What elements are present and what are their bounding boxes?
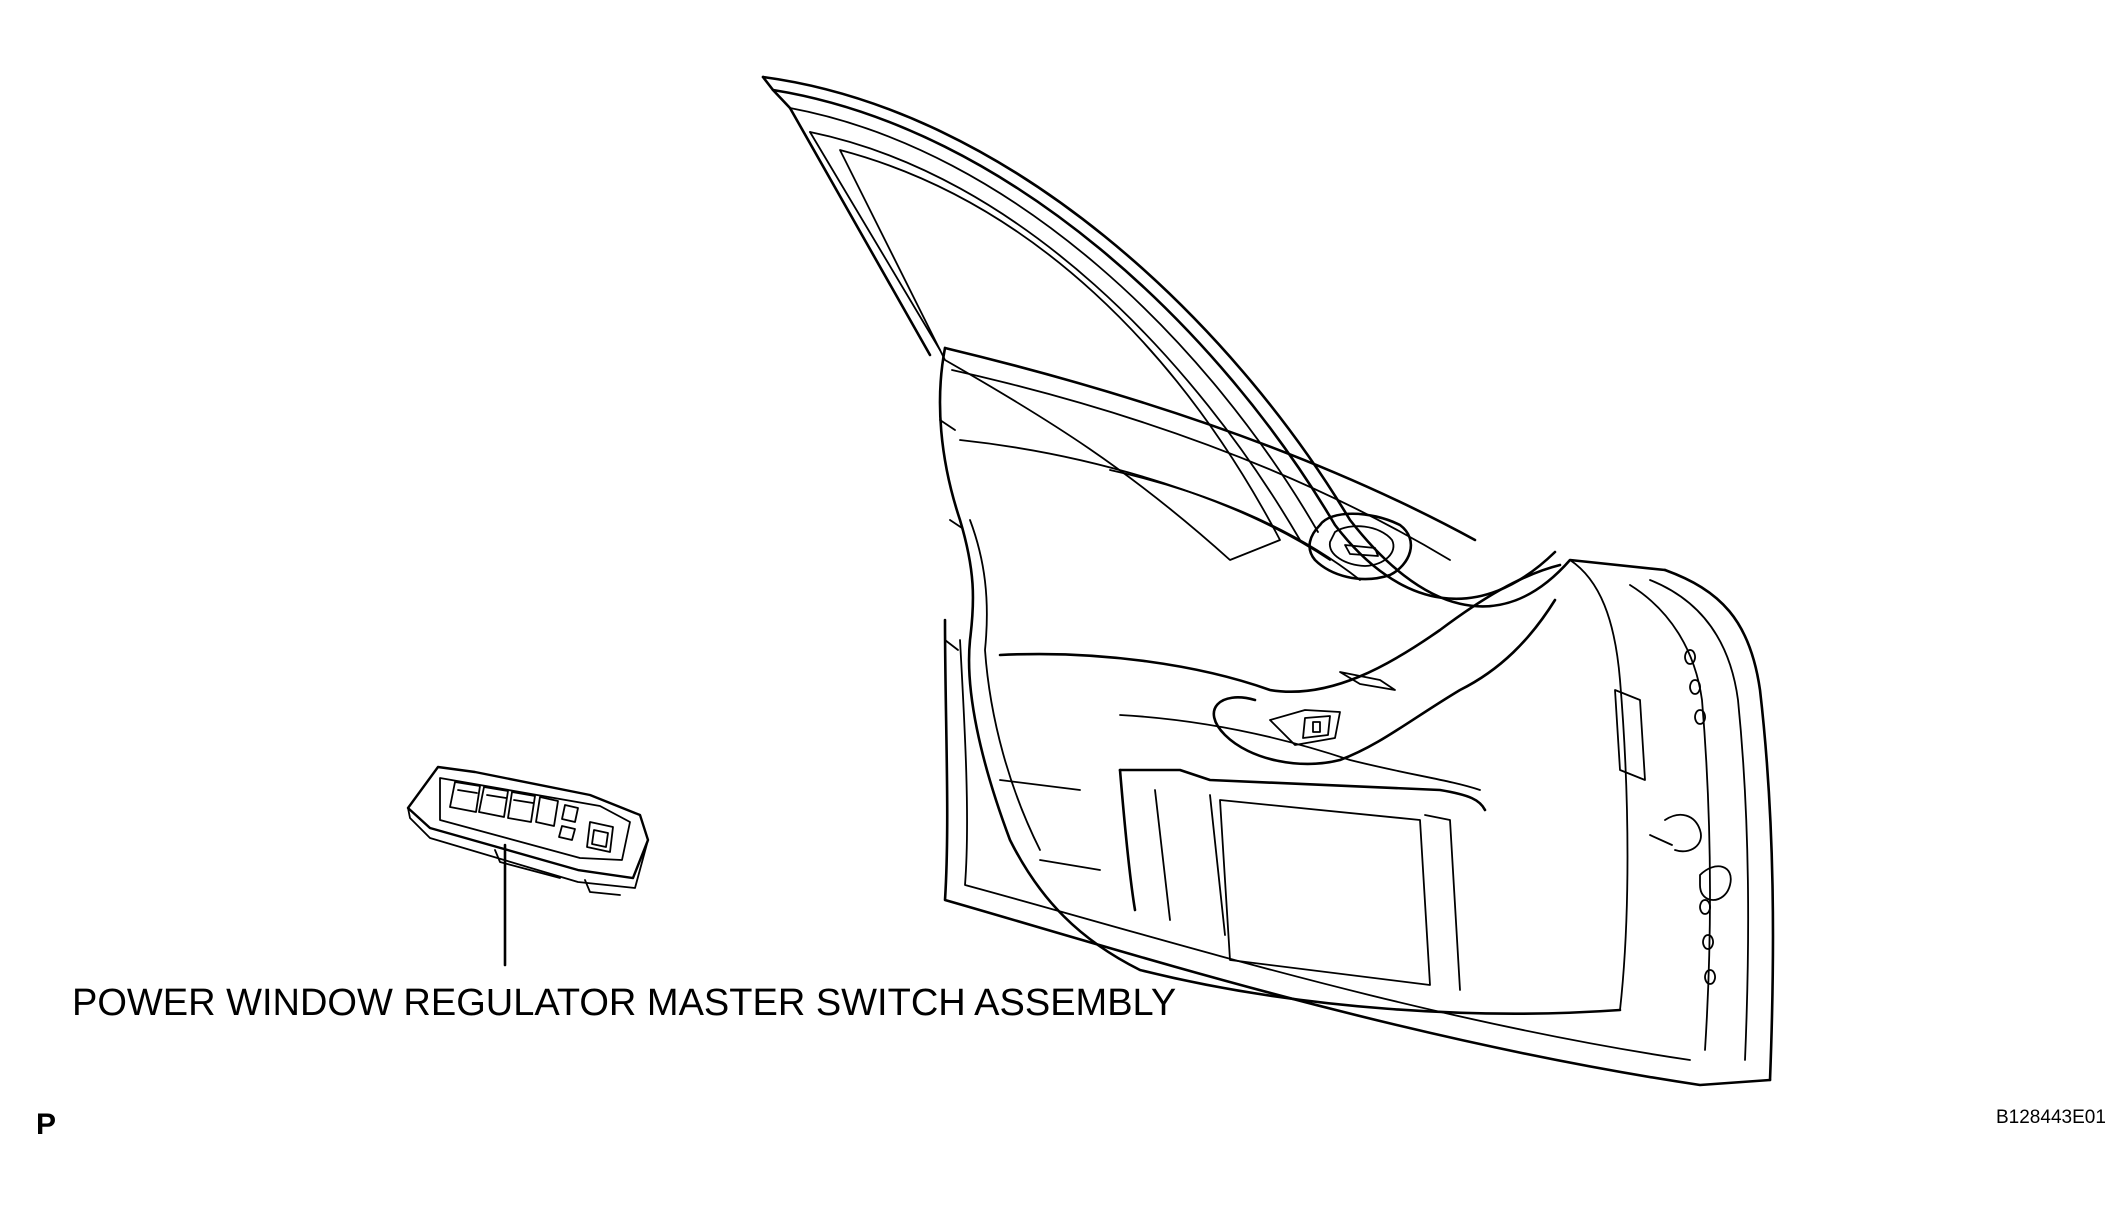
door-frame-front-pillar-2 [809, 131, 941, 351]
door-frame-inner-1 [771, 88, 1557, 601]
door-outer-lower [943, 618, 1772, 1087]
figure-id: B128443E01 [1996, 1107, 2106, 1128]
door-frame-inner-3 [809, 131, 1301, 541]
trim-front-edge-2 [969, 519, 1041, 851]
map-pocket-panel-inner [1424, 814, 1461, 991]
door-rear-edge-inner-2 [1629, 584, 1711, 1051]
switch-body-bottom [494, 849, 621, 896]
switch-bezel-recess [1269, 709, 1341, 746]
door-frame-front-pillar [761, 75, 932, 357]
map-pocket-lid [1154, 789, 1226, 936]
inside-handle-lever [1344, 544, 1379, 557]
map-pocket-panel [1219, 799, 1431, 986]
switch-button-1 [449, 781, 481, 813]
trim-beltline-2 [951, 369, 1451, 561]
switch-body-top [406, 765, 650, 880]
map-pocket-front [1118, 768, 1487, 812]
trim-front-edge-3 [939, 419, 963, 651]
switch-lock-button [558, 804, 579, 841]
armrest-upper [998, 563, 1562, 693]
inside-handle-inner [1329, 525, 1395, 567]
switch-button-3 [507, 791, 536, 823]
window-opening [839, 149, 1281, 561]
door-rear-edge-outer [1663, 568, 1775, 1082]
master-switch-icon [406, 765, 650, 896]
door-rear-flange [1569, 559, 1629, 1011]
door-check-holes [1684, 649, 1716, 985]
trim-beltline-top [943, 346, 1477, 542]
armrest-pull [1212, 598, 1557, 766]
door-hinge-pocket [1614, 689, 1646, 781]
door-frame-inner-2 [789, 107, 1319, 533]
door-outer-lower-3 [999, 779, 1101, 871]
switch-bezel-recess-inner [1302, 715, 1331, 739]
door-assembly-icon [761, 75, 1775, 1087]
door-frame-outer [761, 75, 1667, 608]
switch-button-4 [535, 796, 559, 827]
trim-upper-panel-2 [1109, 469, 1361, 581]
inside-handle-outer [1308, 512, 1413, 581]
map-pocket-left [1118, 768, 1137, 912]
door-latch-hole [1699, 865, 1732, 901]
pull-handle-slot [1339, 671, 1396, 691]
door-wiring-clip [1649, 813, 1702, 853]
switch-button-2 [478, 786, 509, 818]
door-outer-lower-2 [959, 639, 1691, 1061]
door-rear-edge-inner [1649, 579, 1750, 1061]
switch-outline-inner [439, 777, 631, 861]
armrest-lower [1119, 714, 1481, 791]
callout-label: POWER WINDOW REGULATOR MASTER SWITCH ASS… [72, 982, 1177, 1024]
trim-front-edge [938, 346, 1622, 1015]
switch-door-lock [586, 821, 614, 853]
page-code: P [36, 1108, 57, 1141]
